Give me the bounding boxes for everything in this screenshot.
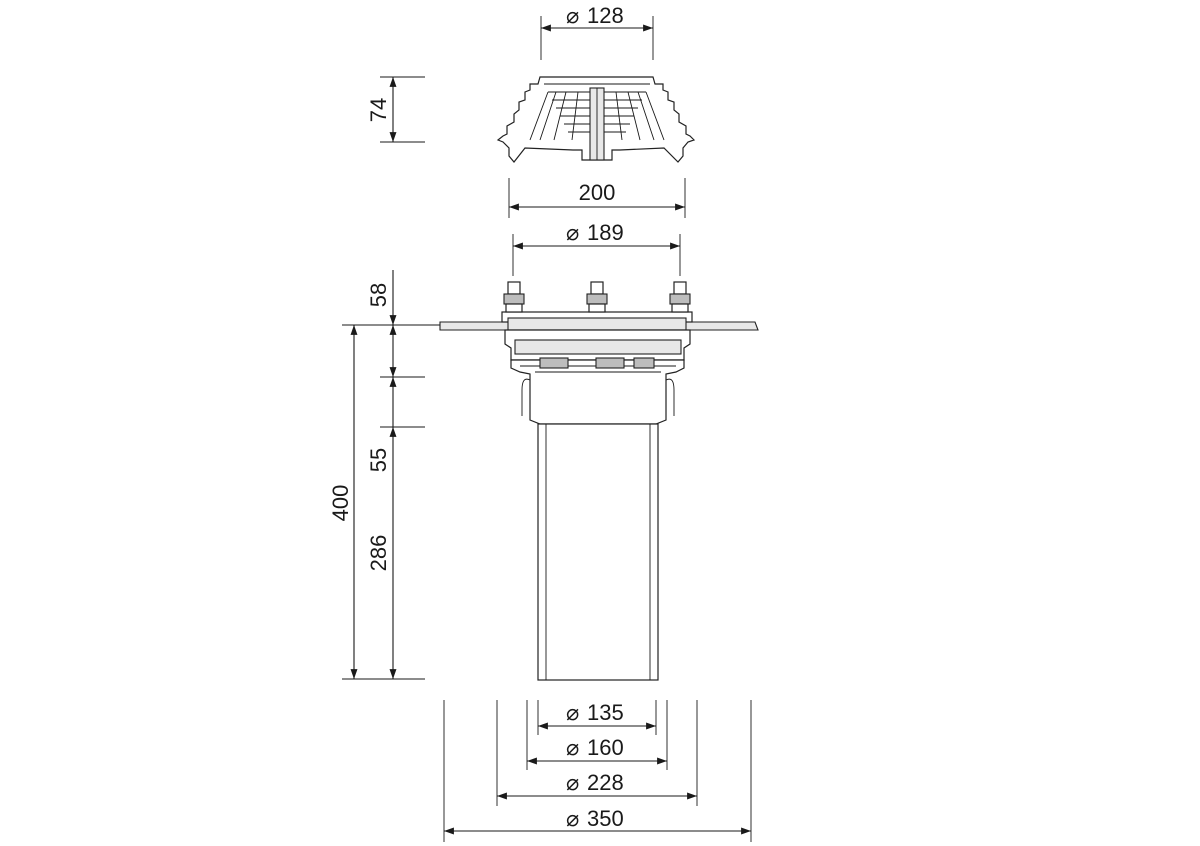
dim-total-height: 400: [328, 485, 353, 522]
dim-flange-outer-diameter: ⌀ 350: [566, 806, 624, 831]
svg-text:135: 135: [587, 700, 624, 725]
drain-body-drawing: [439, 281, 759, 681]
dim-body-diameter: ⌀ 228: [566, 770, 624, 795]
dim-grate-height: 74: [366, 98, 391, 122]
dim-pipe-inner-diameter: ⌀ 135: [566, 700, 624, 725]
grate-drawing: [496, 76, 696, 163]
diameter-symbol-icon: ⌀: [566, 3, 579, 28]
dim-top-grate-diameter: ⌀ 128: [566, 3, 624, 28]
dim-collar-height: 55: [366, 448, 391, 472]
stud-bolts: [503, 281, 691, 313]
dim-pipe-length: 286: [366, 535, 391, 572]
diameter-symbol-icon: ⌀: [566, 220, 579, 245]
dim-clamp-height: 58: [366, 283, 391, 307]
svg-text:189: 189: [587, 220, 624, 245]
svg-text:160: 160: [587, 735, 624, 760]
dimension-labels: ⌀ 128 74 200 ⌀ 189 58 400 55 286 ⌀ 135 ⌀…: [328, 3, 624, 831]
dim-pipe-outer-diameter: ⌀ 160: [566, 735, 624, 760]
svg-text:228: 228: [587, 770, 624, 795]
diameter-symbol-icon: ⌀: [566, 700, 579, 725]
diameter-symbol-icon: ⌀: [566, 806, 579, 831]
svg-text:350: 350: [587, 806, 624, 831]
dim-flange-diameter: ⌀ 189: [566, 220, 624, 245]
svg-text:128: 128: [587, 3, 624, 28]
dim-flange-width: 200: [579, 180, 616, 205]
dimension-lines: [342, 16, 752, 842]
diameter-symbol-icon: ⌀: [566, 735, 579, 760]
diameter-symbol-icon: ⌀: [566, 770, 579, 795]
